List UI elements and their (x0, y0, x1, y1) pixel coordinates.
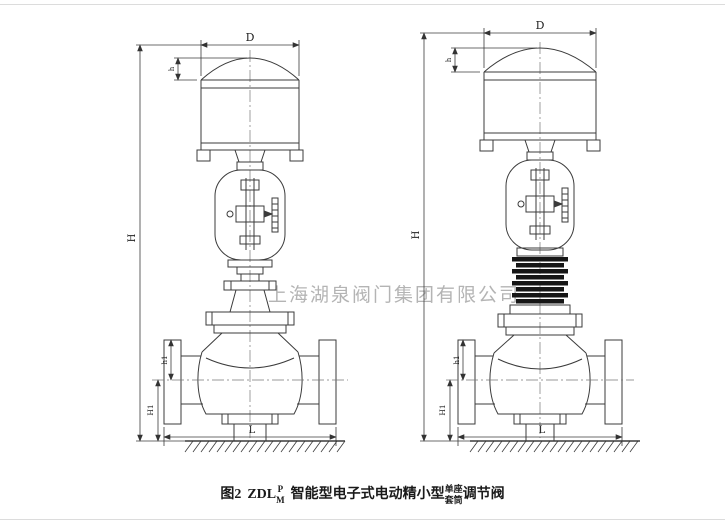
left-dim-label-h1: h1 (161, 356, 169, 365)
left-bonnet (223, 259, 277, 313)
caption-seat-type-stack: 单座套筒 (444, 484, 463, 505)
right-actuator (479, 47, 601, 153)
right-dim-label-H1: H1 (438, 404, 447, 415)
right-dim-label-h1: h1 (453, 356, 461, 365)
right-dim-label-L: L (539, 425, 546, 436)
page-border-bottom (0, 519, 725, 520)
left-dim-label-H: H (127, 233, 138, 242)
right-finned-bonnet (509, 247, 571, 315)
right-ground-hatch (469, 440, 640, 453)
left-dim-label-H1: H1 (146, 404, 155, 415)
right-valve-drawing: D h H H1 h1 L (411, 19, 640, 453)
right-dim-label-D: D (536, 19, 545, 32)
right-dimensions: D h H H1 h1 L (411, 19, 623, 446)
right-dim-label-H: H (411, 230, 422, 239)
left-ground-hatch (184, 440, 346, 453)
right-valve-body (446, 313, 634, 442)
watermark: 上海湖泉阀门集团有限公司 (268, 285, 521, 306)
left-dim-label-L: L (249, 425, 256, 436)
caption-model: ZDL (247, 487, 277, 502)
caption-suffix: 调节阀 (462, 487, 505, 502)
right-yoke (505, 151, 575, 251)
left-dim-label-h: h (168, 66, 176, 71)
left-dim-label-D: D (246, 31, 255, 44)
left-yoke (214, 161, 286, 261)
left-dimensions: D h H H1 h1 L (127, 31, 337, 446)
left-valve-drawing: D h H H1 h1 L (127, 31, 348, 453)
valve-technical-drawing: D h H H1 h1 L (127, 19, 640, 453)
caption-figure-number: 图2 (220, 487, 242, 502)
caption-description: 智能型电子式电动精小型 (290, 487, 445, 502)
right-dim-label-h: h (445, 57, 453, 62)
page-border-top (0, 4, 725, 5)
